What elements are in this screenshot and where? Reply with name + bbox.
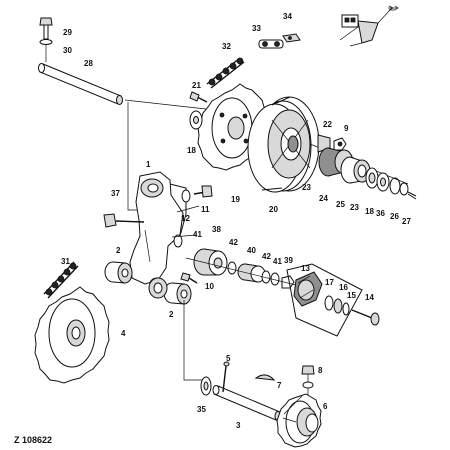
bushing-16	[333, 298, 343, 314]
key-7	[254, 374, 276, 381]
bolt-10	[180, 272, 198, 284]
callout-39: 39	[284, 256, 293, 265]
callout-24: 24	[319, 194, 328, 203]
callout-41b: 41	[273, 257, 282, 266]
callout-42a: 42	[229, 238, 238, 247]
chain-32	[206, 57, 245, 89]
washer-17	[324, 295, 334, 311]
washer-35	[200, 376, 212, 396]
shaft-28	[38, 63, 123, 105]
bolt-11	[193, 185, 213, 198]
callout-19: 19	[231, 195, 240, 204]
bolt-29	[39, 17, 53, 40]
callout-14: 14	[365, 293, 374, 302]
chain-link-33	[258, 39, 284, 49]
callout-41a: 41	[193, 230, 202, 239]
bolt-37	[103, 213, 145, 228]
sprocket-4	[34, 286, 110, 384]
callout-42b: 42	[262, 252, 271, 261]
figure-code: Z 108622	[14, 435, 52, 445]
callout-20: 20	[269, 205, 278, 214]
callout-35: 35	[197, 405, 206, 414]
callout-18: 18	[187, 146, 196, 155]
washer-12	[181, 189, 191, 203]
callout-4: 4	[121, 329, 126, 338]
washer-18-hub	[376, 172, 390, 192]
washer-15	[342, 302, 350, 316]
cotter-27	[407, 191, 417, 200]
chain-31	[43, 261, 79, 299]
bushing-2-lower	[163, 282, 192, 305]
washer-8	[302, 381, 314, 389]
washer-41a	[227, 261, 237, 275]
orientation-icon	[339, 5, 399, 47]
callout-27: 27	[402, 217, 411, 226]
callout-28: 28	[84, 59, 93, 68]
callout-10: 10	[205, 282, 214, 291]
callout-3: 3	[236, 421, 241, 430]
callout-36: 36	[376, 209, 385, 218]
mounting-arm-1	[129, 171, 187, 291]
pin-5	[222, 361, 230, 393]
callout-26: 26	[390, 212, 399, 221]
bolt-8	[301, 365, 315, 396]
callout-37: 37	[111, 189, 120, 198]
roller-38	[193, 248, 228, 276]
callout-34: 34	[283, 12, 292, 21]
seal-23	[365, 167, 379, 189]
callout-9: 9	[344, 124, 349, 133]
callout-32: 32	[222, 42, 231, 51]
bolt-14	[351, 309, 380, 326]
callout-18b: 18	[365, 207, 374, 216]
snap-ring-36	[389, 177, 401, 195]
sprocket-6	[276, 393, 322, 448]
callout-13: 13	[301, 264, 310, 273]
callout-7: 7	[277, 381, 282, 390]
callout-30: 30	[63, 46, 72, 55]
callout-17: 17	[325, 278, 334, 287]
bolt-21	[189, 91, 208, 103]
spring-clip-34	[282, 33, 301, 43]
callout-6: 6	[323, 402, 328, 411]
callout-16: 16	[339, 283, 348, 292]
callout-38: 38	[212, 225, 221, 234]
callout-12: 12	[181, 214, 190, 223]
callout-40: 40	[247, 246, 256, 255]
washer-41-spacer	[173, 234, 183, 248]
callout-2b: 2	[169, 310, 174, 319]
washer-30	[39, 39, 53, 45]
hub-boss-lower	[148, 277, 168, 299]
washer-26	[399, 182, 409, 196]
nut-9	[333, 137, 347, 151]
callout-2a: 2	[116, 246, 121, 255]
callout-8: 8	[318, 366, 323, 375]
bushing-2-upper	[104, 261, 133, 284]
callout-labels: 29 30 28 33 34 32 21 18 22 9 1 37 12 11 …	[61, 12, 411, 430]
callout-15: 15	[347, 291, 356, 300]
bracket-13	[286, 263, 363, 337]
callout-22: 22	[323, 120, 332, 129]
callout-29: 29	[63, 28, 72, 37]
callout-1: 1	[146, 160, 151, 169]
callout-11: 11	[201, 205, 210, 214]
callout-21: 21	[192, 81, 201, 90]
callout-23b: 23	[350, 203, 359, 212]
washer-18	[189, 110, 203, 130]
callout-31: 31	[61, 257, 70, 266]
callout-23a: 23	[302, 183, 311, 192]
callout-5: 5	[226, 354, 231, 363]
callout-25: 25	[336, 200, 345, 209]
spacer-40	[237, 263, 266, 283]
callout-33: 33	[252, 24, 261, 33]
